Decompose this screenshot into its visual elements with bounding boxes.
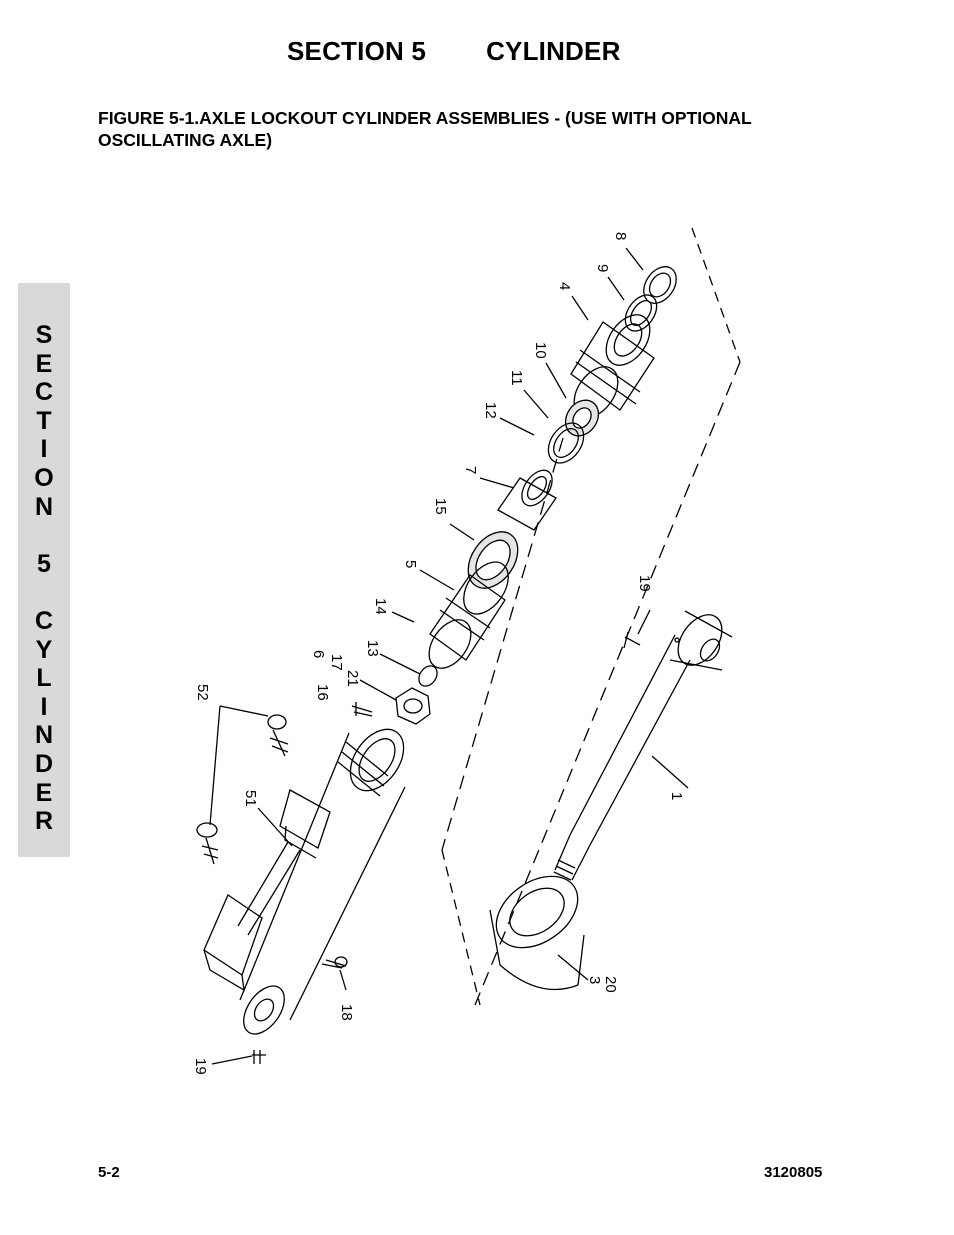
side-tab-letter: C bbox=[34, 606, 54, 635]
callout-1: 1 bbox=[668, 792, 685, 800]
side-tab-letter: E bbox=[35, 349, 53, 378]
callout-18: 18 bbox=[338, 1004, 355, 1021]
figure-caption-line-1: FIGURE 5-1.AXLE LOCKOUT CYLINDER ASSEMBL… bbox=[98, 108, 752, 128]
section-number: SECTION 5 bbox=[287, 36, 427, 66]
side-tab-letter: R bbox=[34, 807, 54, 836]
side-tab-letter: 5 bbox=[37, 549, 51, 578]
page-title: SECTION 5 CYLINDER bbox=[287, 36, 621, 67]
side-tab-letter: C bbox=[34, 378, 54, 407]
callout-19-bottom: 19 bbox=[192, 1058, 209, 1075]
side-tab-letter: Y bbox=[35, 635, 53, 664]
figure-caption-line-2: OSCILLATING AXLE) bbox=[98, 130, 273, 150]
callout-17: 17 bbox=[328, 654, 345, 671]
callout-12: 12 bbox=[482, 402, 499, 419]
side-tab-letter: N bbox=[34, 721, 54, 750]
page-number: 5-2 bbox=[98, 1164, 120, 1181]
document-number: 3120805 bbox=[764, 1164, 823, 1181]
side-tab-letter: I bbox=[40, 692, 48, 721]
callout-5: 5 bbox=[402, 560, 419, 568]
side-tab-letter: L bbox=[36, 664, 52, 693]
callout-8: 8 bbox=[612, 232, 629, 240]
callout-51: 51 bbox=[242, 790, 259, 807]
callout-6: 6 bbox=[310, 650, 327, 658]
side-tab-letters: S E C T I O N 5 C Y L I N D E R bbox=[18, 321, 70, 836]
callout-52: 52 bbox=[194, 684, 211, 701]
side-tab-letter: N bbox=[34, 492, 54, 521]
callout-14: 14 bbox=[372, 598, 389, 615]
callout-3: 3 bbox=[586, 976, 603, 984]
side-tab-letter: O bbox=[34, 463, 54, 492]
callout-9: 9 bbox=[594, 264, 611, 272]
callout-16: 16 bbox=[314, 684, 331, 701]
callout-10: 10 bbox=[532, 342, 549, 359]
callout-20: 20 bbox=[602, 976, 619, 993]
section-side-tab: S E C T I O N 5 C Y L I N D E R bbox=[18, 283, 70, 857]
callout-13: 13 bbox=[364, 640, 381, 657]
side-tab-letter: E bbox=[35, 778, 53, 807]
side-tab-letter: S bbox=[35, 321, 53, 349]
figure-caption: FIGURE 5-1.AXLE LOCKOUT CYLINDER ASSEMBL… bbox=[98, 107, 858, 151]
callout-15: 15 bbox=[432, 498, 449, 515]
callout-4: 4 bbox=[556, 282, 573, 290]
callout-19-top: 19 bbox=[636, 575, 653, 592]
callout-7: 7 bbox=[462, 466, 479, 474]
side-tab-letter: D bbox=[34, 749, 54, 778]
section-topic: CYLINDER bbox=[486, 36, 621, 66]
callout-21: 21 bbox=[344, 670, 361, 687]
side-tab-letter: I bbox=[40, 435, 48, 464]
side-tab-letter: T bbox=[36, 406, 52, 435]
callout-11: 11 bbox=[508, 370, 525, 386]
